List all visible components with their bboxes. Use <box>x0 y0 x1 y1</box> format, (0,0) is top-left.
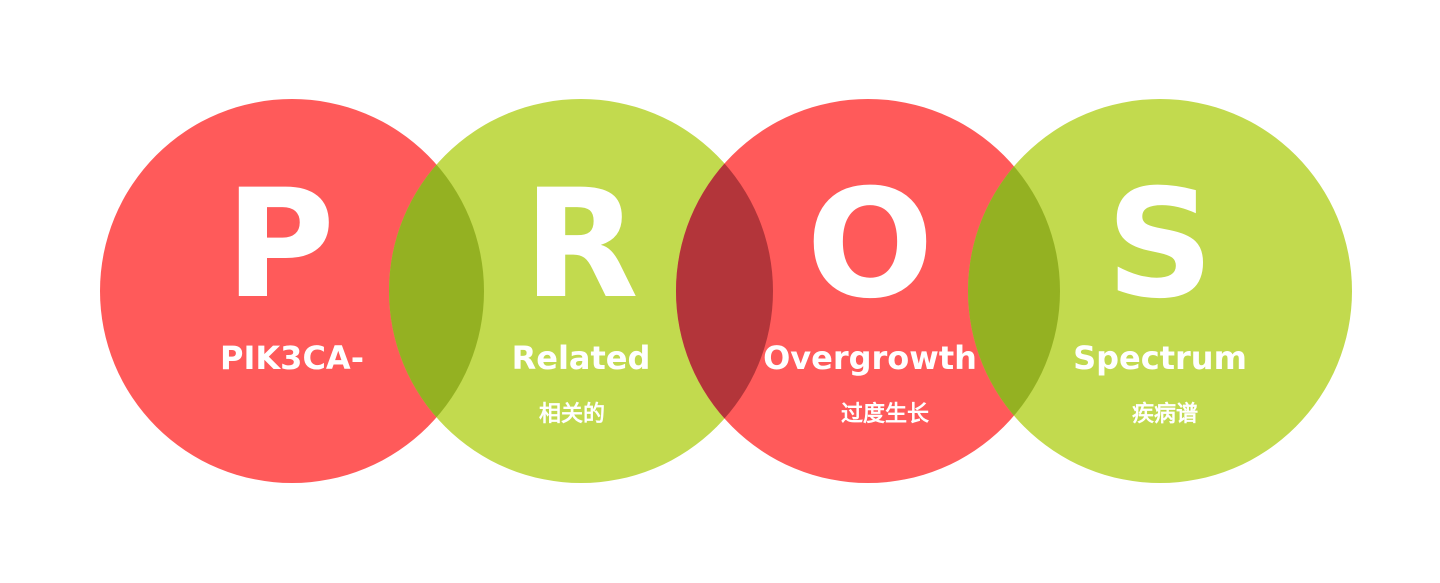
circle-s <box>968 99 1352 483</box>
sub-o: 过度生长 <box>840 402 930 427</box>
letter-s: S <box>1105 158 1215 332</box>
word-p: PIK3CA- <box>220 339 364 377</box>
circle-r <box>389 99 773 483</box>
word-s: Spectrum <box>1073 339 1247 377</box>
circle-o <box>676 99 1060 483</box>
letter-o: O <box>806 158 934 332</box>
letter-r: R <box>523 158 639 332</box>
sub-r: 相关的 <box>538 402 606 427</box>
word-o: Overgrowth <box>763 339 977 377</box>
word-r: Related <box>511 339 651 377</box>
letter-p: P <box>225 158 335 332</box>
sub-s: 疾病谱 <box>1131 402 1199 427</box>
circle-p <box>100 99 484 483</box>
